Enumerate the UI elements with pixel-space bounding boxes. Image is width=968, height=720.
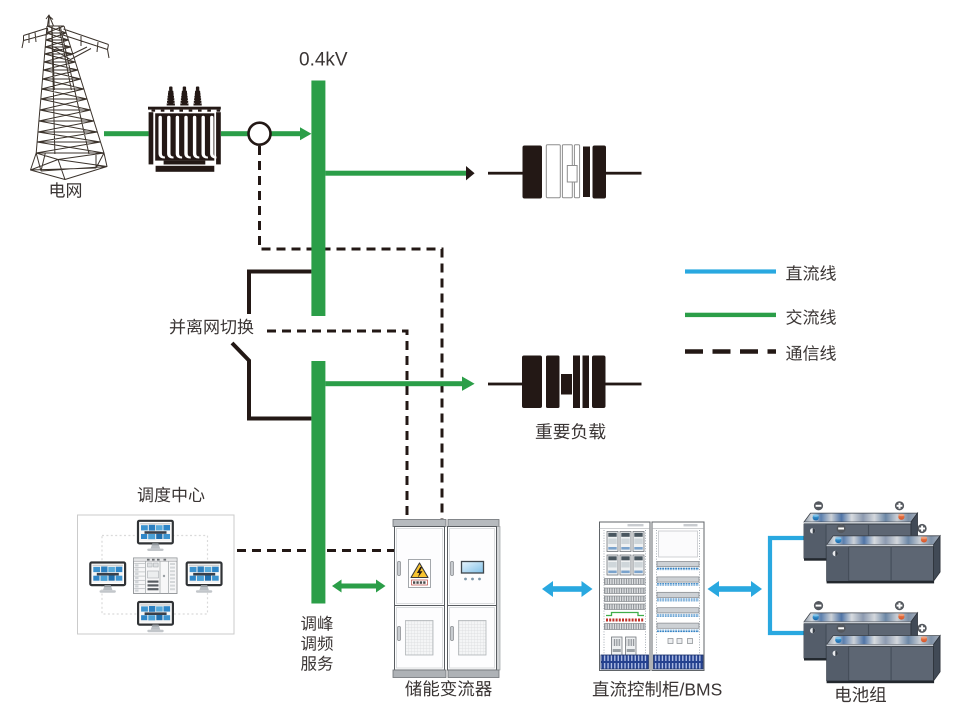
svg-text:/BMS: /BMS [680,680,723,700]
svg-text:0.4kV: 0.4kV [299,50,348,71]
